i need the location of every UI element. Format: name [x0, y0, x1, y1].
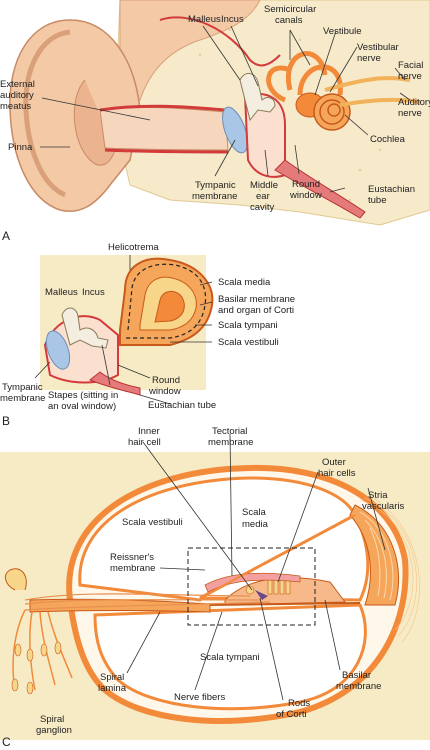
scala-tympani-c: [93, 603, 367, 711]
cochlear-nerve-trunk: [4, 568, 27, 591]
label-ganglion-1: Spiral: [40, 714, 64, 725]
inner-scala-b: [154, 290, 185, 323]
label-malleus-b: Malleus: [45, 287, 78, 298]
label-external-3: meatus: [0, 101, 31, 112]
reissners-membrane-c: [199, 514, 356, 599]
detail-inset-box: [187, 547, 316, 626]
label-pinna: Pinna: [8, 142, 33, 153]
label-eustachian-a-1: Eustachian: [368, 184, 415, 195]
ossicles-b: [61, 307, 109, 349]
label-round-b-2: window: [148, 386, 181, 397]
label-incus-b: Incus: [82, 287, 105, 298]
label-scala-tympani-b: Scala tympani: [218, 320, 278, 331]
label-spiral-lamina-2: lamina: [98, 683, 127, 694]
panel-b-letter: B: [2, 414, 10, 428]
canal-red-line-bottom: [104, 148, 229, 154]
nerve-fibers-c: [24, 593, 271, 611]
label-scala-media-b: Scala media: [218, 277, 271, 288]
panel-a-letter: A: [2, 229, 10, 243]
vessel-a: [159, 16, 281, 67]
panel-c: Inner hair cell Tectorial membrane Outer…: [0, 426, 430, 749]
label-inner-2: hair cell: [128, 437, 161, 448]
label-tympanic-a-2: membrane: [192, 191, 237, 202]
label-malleus-a: Malleus: [188, 14, 221, 25]
label-round-a-2: window: [289, 190, 322, 201]
label-cochlea-a: Cochlea: [370, 134, 406, 145]
label-tectorial-1: Tectorial: [212, 426, 247, 437]
label-stria-2: vascularis: [362, 501, 404, 512]
label-tympanic-b-1: Tympanic: [2, 382, 43, 393]
label-facial-1: Facial: [398, 60, 423, 71]
canal-red-line-top: [99, 104, 226, 112]
spiral-ganglion-cells: [11, 641, 62, 695]
label-auditory-2: nerve: [398, 108, 422, 119]
label-middle-2: ear: [256, 191, 270, 202]
middle-ear-cavity: [243, 92, 286, 178]
panel-c-letter: C: [2, 735, 11, 749]
label-tympanic-a-1: Tympanic: [195, 180, 236, 191]
label-basilar-c-2: membrane: [336, 681, 381, 692]
label-rods-2: of Corti: [276, 709, 307, 720]
label-incus-a: Incus: [221, 14, 244, 25]
panel-b: Helicotrema Malleus Incus Scala media Ba…: [0, 242, 295, 428]
label-tectorial-2: membrane: [208, 437, 253, 448]
label-eustachian-b: Eustachian tube: [148, 400, 216, 411]
label-round-b-1: Round: [152, 375, 180, 386]
fluid-flow-path: [125, 263, 207, 339]
label-tympanic-b-2: membrane: [0, 393, 45, 404]
label-outer-1: Outer: [322, 457, 346, 468]
label-middle-3: cavity: [250, 202, 275, 213]
panel-c-leaders: [126, 433, 386, 701]
label-stapes-2: an oval window): [48, 401, 116, 412]
label-basilar-c-1: Basilar: [342, 670, 371, 681]
label-scala-tympani-c: Scala tympani: [200, 652, 260, 663]
label-stapes-1: Stapes (sitting in: [48, 390, 118, 401]
label-round-a-1: Round: [292, 179, 320, 190]
label-scala-vestibuli-c: Scala vestibuli: [122, 517, 183, 528]
label-facial-2: nerve: [398, 71, 422, 82]
label-vestnerve-2: nerve: [357, 53, 381, 64]
cochlea-a: [313, 93, 351, 131]
label-basilar-b-1: Basilar membrane: [218, 294, 295, 305]
label-scala-vestibuli-b: Scala vestibuli: [218, 337, 279, 348]
label-semicircular-2: canals: [275, 15, 303, 26]
label-reissner-2: membrane: [110, 563, 155, 574]
panel-b-leaders: [34, 255, 213, 405]
panel-a-leaders: [40, 25, 411, 193]
label-auditory-1: Auditory: [398, 97, 430, 108]
label-semicircular-1: Semicircular: [264, 4, 316, 15]
eustachian-tube-a: [274, 159, 366, 219]
label-vestibule-a: Vestibule: [323, 26, 362, 37]
label-outer-2: hair cells: [318, 468, 356, 479]
spiral-ligament-fibers: [359, 495, 420, 643]
label-inner-1: Inner: [138, 426, 160, 437]
pinna-helix: [23, 29, 71, 198]
label-reissner-1: Reissner's: [110, 552, 154, 563]
scalp-skin: [119, 0, 261, 122]
label-external-2: auditory: [0, 90, 34, 101]
label-spiral-lamina-1: Spiral: [100, 672, 124, 683]
eustachian-tube-b: [89, 371, 141, 396]
label-basilar-b-2: and organ of Corti: [218, 305, 294, 316]
label-vestnerve-1: Vestibular: [357, 42, 399, 53]
label-nerve-fibers: Nerve fibers: [174, 692, 225, 703]
stria-vascularis: [349, 504, 400, 606]
panel-a: Malleus Incus Semicircular canals Vestib…: [0, 0, 430, 243]
ossicles-a: [239, 73, 276, 122]
tympanic-membrane-b: [45, 330, 71, 370]
scala-vestibuli-c: [78, 476, 357, 602]
label-scala-media-c-1: Scala: [242, 507, 266, 518]
label-scala-media-c-2: media: [242, 519, 269, 530]
tympanic-membrane-a: [222, 106, 248, 154]
label-stria-1: Stria: [368, 490, 388, 501]
label-helicotrema: Helicotrema: [108, 242, 159, 253]
label-rods-1: Rods: [288, 698, 310, 709]
label-ganglion-2: ganglion: [36, 725, 72, 736]
label-middle-1: Middle: [250, 180, 278, 191]
label-eustachian-a-2: tube: [368, 195, 387, 206]
nerves-a: [324, 76, 421, 107]
label-external-1: External: [0, 79, 35, 90]
basilar-membrane-c: [209, 602, 361, 606]
